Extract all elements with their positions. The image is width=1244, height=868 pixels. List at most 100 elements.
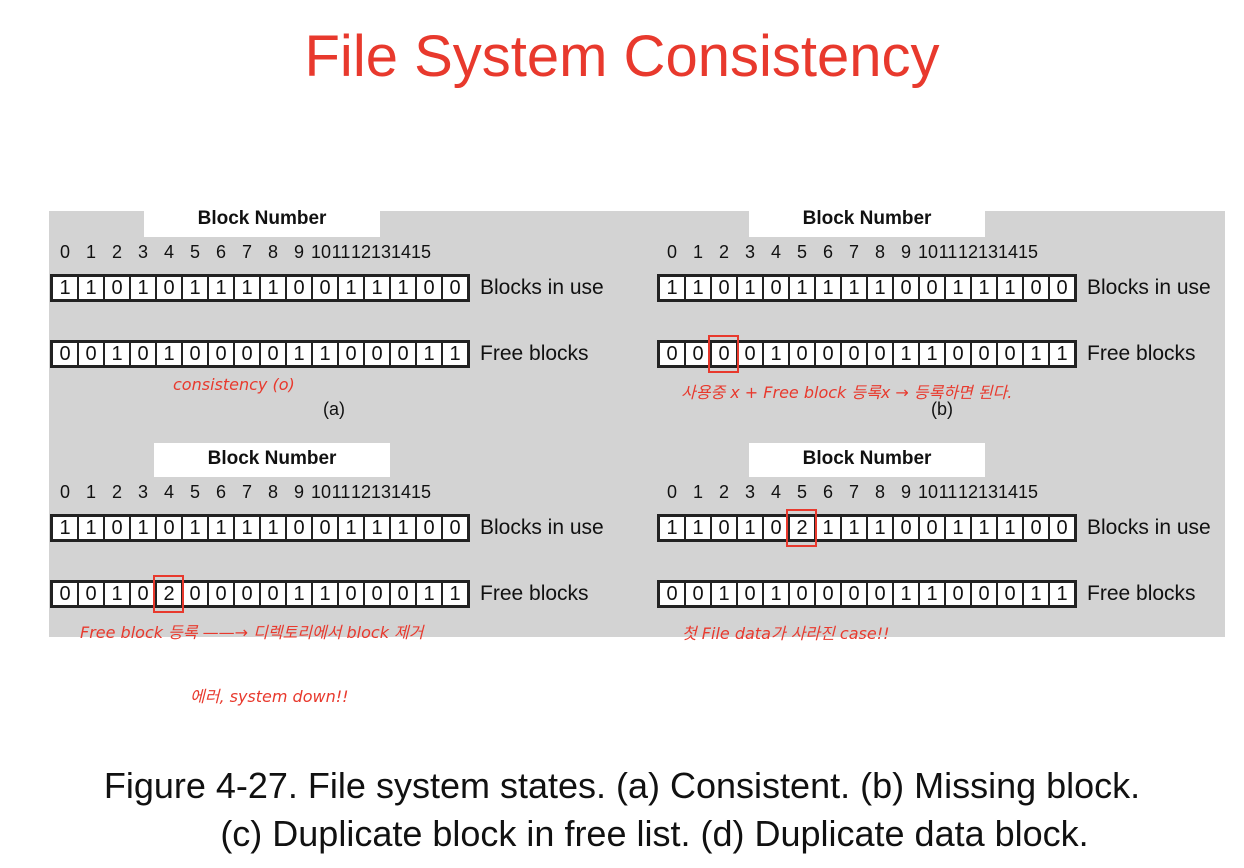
bitmap-cell: 2 [156, 582, 182, 606]
bitmap-cell: 1 [945, 276, 971, 300]
bitmap-cell: 0 [52, 582, 78, 606]
bitmap-cell: 1 [737, 276, 763, 300]
bitmap-cell: 0 [260, 582, 286, 606]
block-index: 15 [410, 242, 432, 262]
block-index: 12 [350, 242, 372, 262]
bitmap-cell: 0 [234, 342, 260, 366]
bitmap-cell: 1 [364, 276, 390, 300]
block-index: 7 [848, 482, 859, 502]
block-number-label: Block Number [154, 443, 390, 477]
block-index: 3 [137, 242, 148, 262]
bitmap-cell: 1 [286, 582, 312, 606]
bitmap-cell: 1 [130, 516, 156, 540]
block-index: 8 [267, 242, 278, 262]
free-blocks-label: Free blocks [1087, 342, 1196, 365]
bitmap-cell: 2 [789, 516, 815, 540]
block-index: 6 [822, 242, 833, 262]
block-index: 0 [666, 482, 677, 502]
bitmap-cell: 1 [312, 582, 338, 606]
bitmap-cell: 0 [442, 276, 468, 300]
bitmap-cell: 1 [893, 582, 919, 606]
bitmap-cell: 0 [364, 342, 390, 366]
free-blocks-label: Free blocks [480, 582, 589, 605]
bitmap-cell: 1 [971, 516, 997, 540]
block-index: 14 [390, 482, 412, 502]
bitmap-cell: 0 [841, 582, 867, 606]
block-index: 7 [241, 482, 252, 502]
bitmap-cell: 0 [364, 582, 390, 606]
bitmap-cell: 1 [390, 276, 416, 300]
free-blocks-label: Free blocks [1087, 582, 1196, 605]
block-index: 8 [267, 482, 278, 502]
block-index: 2 [718, 482, 729, 502]
block-index: 15 [1017, 482, 1039, 502]
bitmap-cell: 0 [208, 342, 234, 366]
bitmap-cell: 1 [659, 516, 685, 540]
bitmap-cell: 1 [208, 276, 234, 300]
bitmap-cell: 0 [78, 582, 104, 606]
bitmap-cell: 1 [130, 276, 156, 300]
block-index: 15 [1017, 242, 1039, 262]
bitmap-cell: 0 [945, 582, 971, 606]
block-index: 13 [977, 482, 999, 502]
block-index: 0 [59, 482, 70, 502]
bitmap-cell: 0 [867, 342, 893, 366]
bitmap-cell: 1 [1023, 582, 1049, 606]
bitmap-cell: 0 [156, 276, 182, 300]
figure-caption-line1: Figure 4-27. File system states. (a) Con… [103, 765, 1141, 806]
bitmap-cell: 0 [815, 582, 841, 606]
bitmap-cell: 1 [312, 342, 338, 366]
highlight-box [153, 575, 184, 613]
bitmap-cell: 1 [390, 516, 416, 540]
bitmap-cell: 1 [416, 342, 442, 366]
block-index: 3 [744, 482, 755, 502]
block-index: 10 [917, 482, 939, 502]
blocks-in-use-label: Blocks in use [1087, 516, 1211, 539]
bitmap-cell: 1 [919, 342, 945, 366]
block-number-label: Block Number [749, 203, 985, 237]
bitmap-cell: 0 [815, 342, 841, 366]
block-index: 10 [310, 482, 332, 502]
bitmap-cell: 1 [208, 516, 234, 540]
block-index: 15 [410, 482, 432, 502]
free-blocks-label: Free blocks [480, 342, 589, 365]
block-index: 5 [796, 482, 807, 502]
bitmap-cell: 1 [234, 516, 260, 540]
bitmap-cell: 0 [893, 276, 919, 300]
bitmap-cell: 0 [286, 276, 312, 300]
block-index: 9 [293, 242, 304, 262]
bitmap-cell: 0 [763, 276, 789, 300]
bitmap-cell: 1 [104, 582, 130, 606]
block-index: 3 [137, 482, 148, 502]
figure-caption-line2: (c) Duplicate block in free list. (d) Du… [220, 813, 1089, 854]
bitmap-cell: 0 [442, 516, 468, 540]
page-title: File System Consistency [304, 24, 940, 89]
highlight-box [708, 335, 739, 373]
bitmap-cell: 0 [182, 342, 208, 366]
bitmap-cell: 0 [312, 516, 338, 540]
block-index: 2 [718, 242, 729, 262]
block-index: 4 [770, 242, 781, 262]
block-index: 0 [59, 242, 70, 262]
bitmap-cell: 1 [156, 342, 182, 366]
bitmap-cell: 0 [997, 582, 1023, 606]
bitmap-cell: 0 [208, 582, 234, 606]
bitmap-cell: 1 [763, 342, 789, 366]
bitmap-cell: 0 [919, 276, 945, 300]
block-index: 13 [977, 242, 999, 262]
block-index: 9 [900, 482, 911, 502]
block-index: 4 [163, 242, 174, 262]
bitmap-cell: 0 [685, 342, 711, 366]
block-index: 1 [692, 242, 703, 262]
bitmap-cell: 1 [78, 276, 104, 300]
bitmap-cell: 1 [711, 582, 737, 606]
bitmap-cell: 0 [1049, 516, 1075, 540]
bitmap-cell: 0 [104, 276, 130, 300]
bitmap-cell: 0 [416, 276, 442, 300]
block-index: 5 [189, 482, 200, 502]
block-number-label: Block Number [749, 443, 985, 477]
